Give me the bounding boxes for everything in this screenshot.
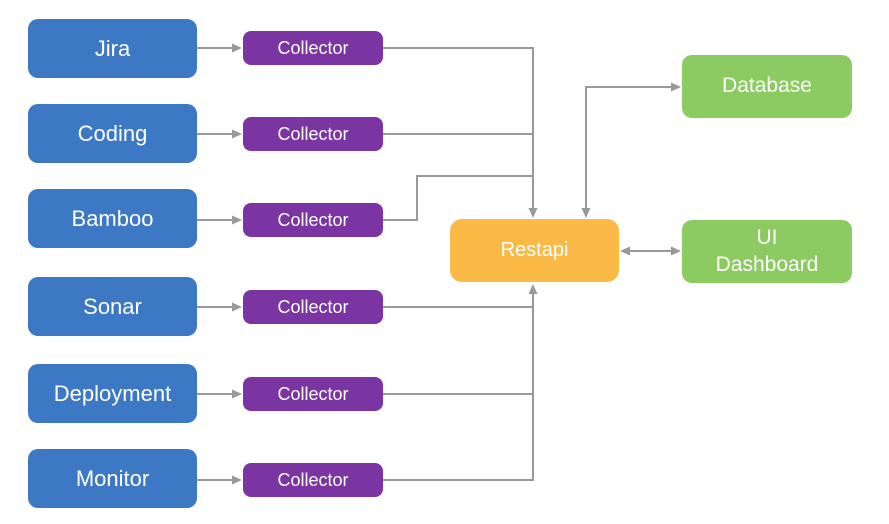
arrowhead-into-database xyxy=(671,82,681,92)
node-collector-sonar: Collector xyxy=(243,290,383,324)
node-ui-dashboard: UI Dashboard xyxy=(682,220,852,283)
arrowhead-ui-edge-into-restapi xyxy=(620,246,630,256)
arrowhead-into-collector5 xyxy=(232,389,242,399)
arrowhead-into-ui-dashboard xyxy=(671,246,681,256)
edge-restapi-to-database xyxy=(585,86,673,211)
arrowhead-into-collector3 xyxy=(232,215,242,225)
node-collector-bamboo: Collector xyxy=(243,203,383,237)
arrowhead-into-collector4 xyxy=(232,302,242,312)
node-database: Database xyxy=(682,55,852,118)
arrowhead-into-restapi-top xyxy=(528,208,538,218)
node-deployment: Deployment xyxy=(28,364,197,423)
node-collector-monitor: Collector xyxy=(243,463,383,497)
edge-collector3-to-trunk xyxy=(383,175,533,221)
node-restapi: Restapi xyxy=(450,219,619,282)
edge-collector6-trunk-to-restapi-bottom xyxy=(383,291,534,481)
arrowhead-into-collector2 xyxy=(232,129,242,139)
arrowhead-into-collector6 xyxy=(232,475,242,485)
arrowhead-into-collector1 xyxy=(232,43,242,53)
node-collector-jira: Collector xyxy=(243,31,383,65)
node-collector-coding: Collector xyxy=(243,117,383,151)
arrowhead-into-restapi-bottom xyxy=(528,284,538,294)
arrowhead-database-edge-into-restapi xyxy=(581,208,591,218)
node-monitor: Monitor xyxy=(28,449,197,508)
node-collector-deployment: Collector xyxy=(243,377,383,411)
node-coding: Coding xyxy=(28,104,197,163)
node-bamboo: Bamboo xyxy=(28,189,197,248)
edge-collector1-trunk-to-restapi-top xyxy=(383,47,534,211)
node-sonar: Sonar xyxy=(28,277,197,336)
node-jira: Jira xyxy=(28,19,197,78)
